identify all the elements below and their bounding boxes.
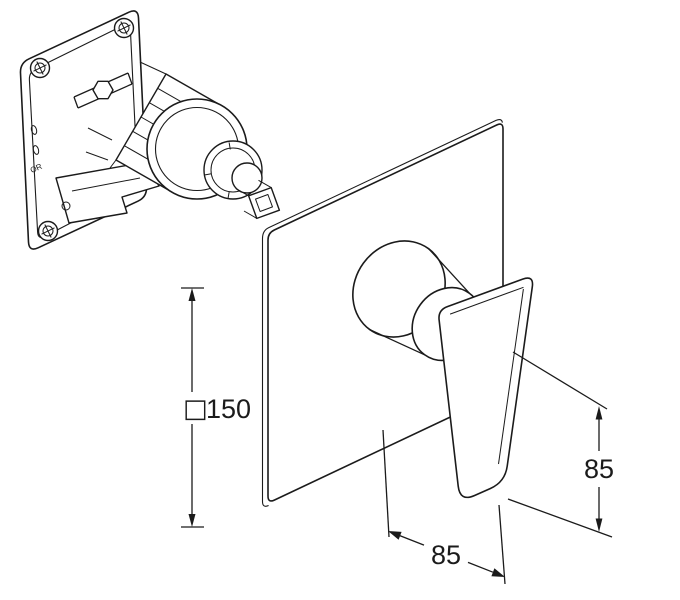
cover-plate-thickness-edge bbox=[261, 118, 503, 507]
arrowhead-down bbox=[595, 518, 603, 532]
dimension-handle-85-right: 85 bbox=[507, 351, 614, 538]
dimension-label-85-right: 85 bbox=[584, 454, 614, 484]
arrowhead-up bbox=[595, 406, 603, 420]
square-spindle-icon bbox=[235, 179, 281, 220]
concealed-valve-body: OR bbox=[19, 10, 281, 250]
dimension-plate-size-150: □ 150 bbox=[181, 287, 251, 528]
plate-slot bbox=[32, 145, 40, 155]
arrowhead-up bbox=[188, 288, 196, 301]
square-dimension-symbol: □ bbox=[183, 394, 208, 424]
body-casting-lines bbox=[85, 61, 167, 169]
spindle-neck bbox=[231, 162, 263, 194]
corner-screw-icon bbox=[113, 17, 135, 39]
handle-lever-blade bbox=[438, 277, 534, 499]
lever-handle bbox=[352, 240, 534, 499]
arrowhead-right bbox=[491, 568, 505, 577]
lever-bevel-line bbox=[449, 286, 524, 315]
dimension-label-150: 150 bbox=[206, 394, 251, 424]
arrowhead-left bbox=[388, 531, 402, 540]
corner-screw-icon bbox=[37, 220, 59, 242]
dimension-width-85-bottom: 85 bbox=[382, 429, 506, 585]
corner-screw-icon bbox=[29, 57, 51, 79]
bracket-hole bbox=[61, 201, 71, 211]
cover-plate-assembly bbox=[261, 118, 534, 507]
inlet-pipes bbox=[73, 72, 133, 109]
dimension-label-85-bottom: 85 bbox=[431, 540, 461, 570]
arrowhead-down bbox=[188, 514, 196, 527]
cartridge-cap bbox=[115, 73, 281, 220]
plate-slot bbox=[30, 125, 38, 135]
lever-bevel-line bbox=[498, 288, 524, 465]
hex-nut-icon bbox=[92, 80, 114, 100]
